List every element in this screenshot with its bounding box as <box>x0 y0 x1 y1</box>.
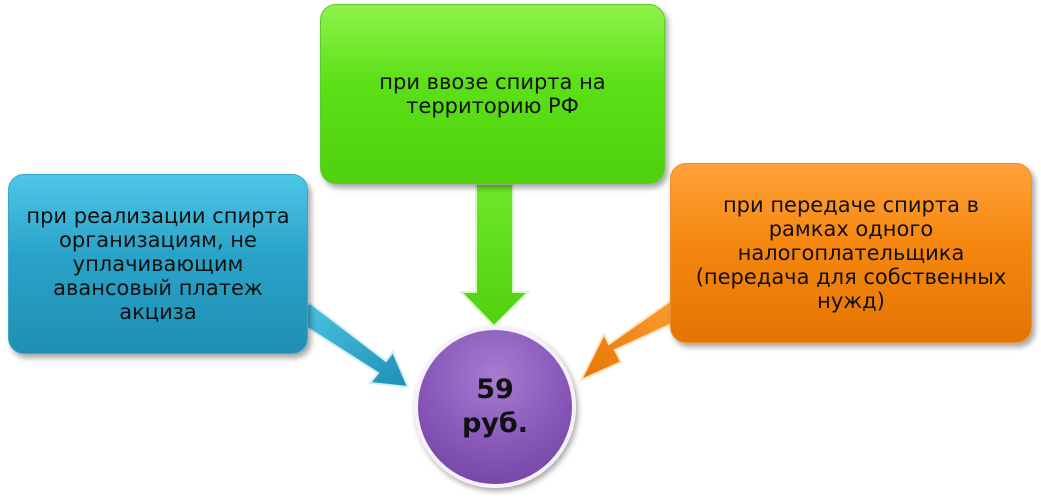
center-rate-text: 59 руб. <box>461 374 529 439</box>
box-transfer-within-taxpayer-text: при передаче спирта в рамках одного нало… <box>695 193 1007 313</box>
box-sale-to-organizations: при реализации спирта организациям, не у… <box>8 174 308 354</box>
box-sale-to-organizations-text: при реализации спирта организациям, не у… <box>26 204 290 324</box>
box-import-spirit-text: при ввозе спирта на территорию РФ <box>379 70 606 118</box>
box-transfer-within-taxpayer: при передаче спирта в рамках одного нало… <box>670 163 1032 343</box>
center-rate-circle: 59 руб. <box>414 326 576 488</box>
arrow-top-to-center <box>458 183 531 328</box>
arrow-left-to-center <box>290 301 410 389</box>
box-import-spirit: при ввозе спирта на территорию РФ <box>320 4 665 184</box>
